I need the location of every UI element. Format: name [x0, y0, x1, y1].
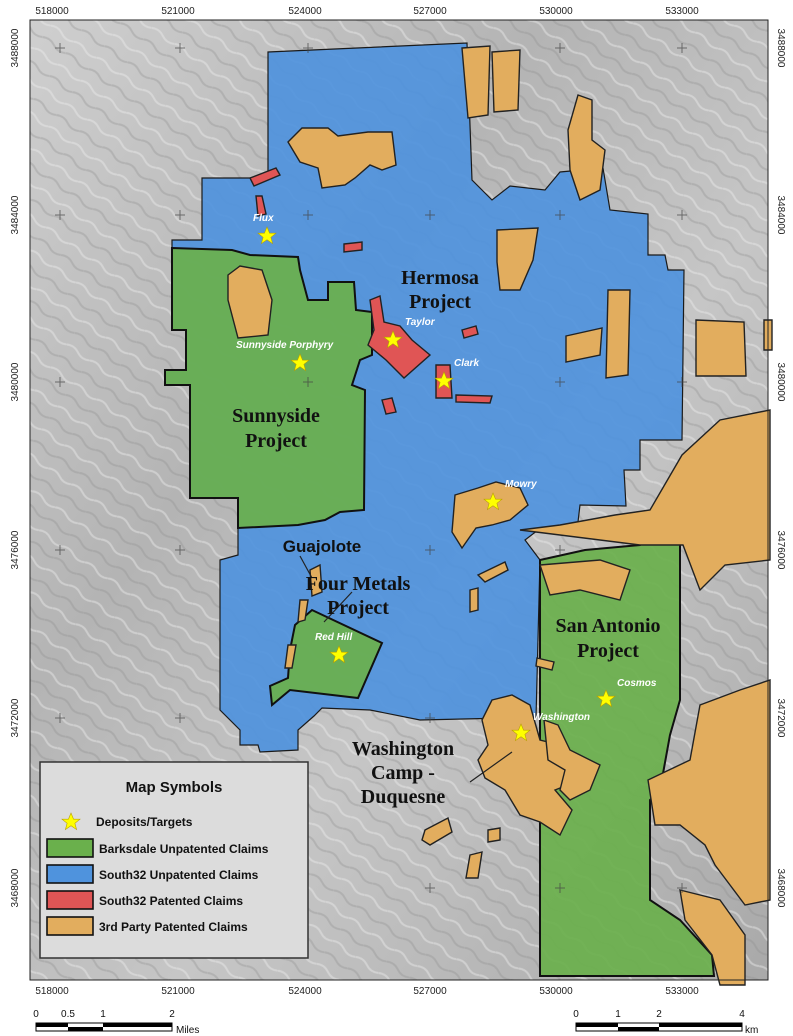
- x-tick-bottom: 524000: [288, 986, 322, 997]
- y-tick-left: 3488000: [10, 28, 21, 67]
- deposit-labels: Flux Taylor Clark Sunnyside Porphyry Mow…: [236, 213, 657, 723]
- x-tick-top: 524000: [288, 6, 322, 17]
- x-tick-top: 533000: [665, 6, 699, 17]
- project-label-four-metals: Four Metals: [306, 573, 411, 595]
- deposit-label-red-hill: Red Hill: [315, 632, 352, 643]
- deposit-label-mowry: Mowry: [505, 479, 537, 490]
- project-label-san-antonio: San Antonio: [555, 615, 660, 637]
- legend-label: Barksdale Unpatented Claims: [99, 842, 269, 856]
- y-tick-right: 3488000: [775, 29, 786, 68]
- star-icon: [290, 353, 310, 372]
- deposit-label-sunnyside-porphyry: Sunnyside Porphyry: [236, 340, 334, 351]
- y-tick-left: 3484000: [10, 195, 21, 234]
- project-label-hermosa: Hermosa: [401, 267, 479, 289]
- grid-crosses: [55, 43, 687, 893]
- star-icon: [434, 371, 454, 390]
- y-axis-ticks-right: 3488000 3484000 3480000 3476000 3472000 …: [775, 29, 786, 908]
- y-tick-left: 3480000: [10, 362, 21, 401]
- deposit-label-clark: Clark: [454, 358, 479, 369]
- project-label-guajolote: Guajolote: [283, 537, 361, 556]
- project-label-washington-camp: Camp -: [371, 762, 435, 784]
- deposit-label-cosmos: Cosmos: [617, 678, 657, 689]
- x-tick-bottom: 530000: [539, 986, 573, 997]
- scale-tick: 1: [100, 1009, 106, 1020]
- scale-tick: 2: [169, 1009, 175, 1020]
- legend: Map Symbols Deposits/Targets Barksdale U…: [39, 761, 309, 959]
- leader-lines: [299, 555, 513, 783]
- x-tick-top: 518000: [35, 6, 69, 17]
- scale-tick: 1: [615, 1009, 621, 1020]
- x-tick-bottom: 527000: [413, 986, 447, 997]
- deposit-label-washington: Washington: [533, 712, 590, 723]
- project-label-sunnyside: Sunnyside: [232, 405, 320, 427]
- legend-label: South32 Patented Claims: [99, 894, 243, 908]
- legend-swatch-third-party: [46, 916, 94, 936]
- scale-tick: 0: [33, 1009, 39, 1020]
- legend-swatch-south32-unpatented: [46, 864, 94, 884]
- scale-tick: 0.5: [61, 1009, 75, 1020]
- scale-unit: km: [745, 1025, 758, 1036]
- y-tick-left: 3468000: [10, 868, 21, 907]
- project-label-washington-camp: Washington: [352, 738, 454, 760]
- legend-star-icon: [61, 812, 81, 831]
- legend-label: Deposits/Targets: [96, 815, 193, 829]
- y-tick-right: 3468000: [775, 869, 786, 908]
- y-axis-ticks-left: 3488000 3484000 3480000 3476000 3472000 …: [10, 28, 21, 907]
- project-labels: Hermosa Project Sunnyside Project Guajol…: [232, 267, 660, 808]
- y-tick-left: 3476000: [10, 530, 21, 569]
- x-tick-bottom: 533000: [665, 986, 699, 997]
- star-icon: [596, 689, 616, 708]
- project-label-sunnyside: Project: [245, 430, 307, 452]
- x-tick-top: 521000: [161, 6, 195, 17]
- legend-swatch-barksdale: [46, 838, 94, 858]
- map-border: [29, 19, 769, 981]
- project-label-four-metals: Project: [327, 597, 389, 619]
- scale-tick: 0: [573, 1009, 579, 1020]
- x-tick-bottom: 518000: [35, 986, 69, 997]
- y-tick-right: 3480000: [775, 363, 786, 402]
- scale-tick: 2: [656, 1009, 662, 1020]
- scale-unit: Miles: [176, 1025, 199, 1036]
- y-tick-right: 3484000: [775, 196, 786, 235]
- third-party-claims: [227, 45, 773, 986]
- project-label-san-antonio: Project: [577, 640, 639, 662]
- deposit-label-taylor: Taylor: [405, 317, 436, 328]
- legend-title: Map Symbols: [126, 779, 223, 796]
- legend-swatch-south32-patented: [46, 890, 94, 910]
- x-tick-top: 530000: [539, 6, 573, 17]
- legend-label: 3rd Party Patented Claims: [99, 920, 248, 934]
- deposit-label-flux: Flux: [253, 213, 274, 224]
- star-icon: [257, 226, 277, 245]
- y-tick-right: 3472000: [775, 699, 786, 738]
- x-tick-bottom: 521000: [161, 986, 195, 997]
- scale-tick: 4: [739, 1009, 745, 1020]
- scale-bar-km: 0 1 2 4 km: [573, 1009, 758, 1036]
- star-icon: [329, 645, 349, 664]
- scale-bar-miles: 0 0.5 1 2 Miles: [33, 1009, 199, 1036]
- x-axis-ticks-top: 518000 521000 524000 527000 530000 53300…: [35, 6, 699, 17]
- deposit-stars: [257, 226, 616, 742]
- legend-label: South32 Unpatented Claims: [99, 868, 259, 882]
- project-label-washington-camp: Duquesne: [361, 786, 446, 808]
- star-icon: [483, 492, 503, 511]
- y-tick-right: 3476000: [775, 531, 786, 570]
- sunnyside-claims: [164, 246, 373, 530]
- star-icon: [511, 723, 531, 742]
- x-tick-top: 527000: [413, 6, 447, 17]
- project-label-hermosa: Project: [409, 291, 471, 313]
- y-tick-left: 3472000: [10, 698, 21, 737]
- star-icon: [383, 330, 403, 349]
- x-axis-ticks-bottom: 518000 521000 524000 527000 530000 53300…: [35, 986, 699, 997]
